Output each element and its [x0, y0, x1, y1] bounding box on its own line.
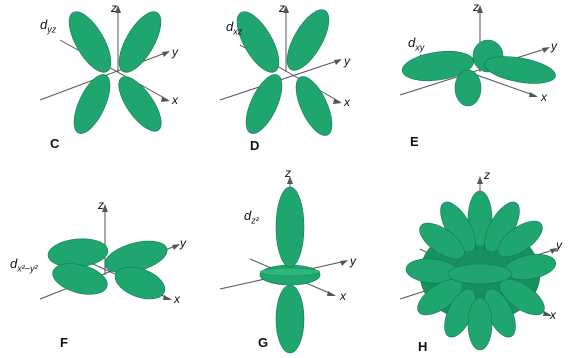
- panel-g: z y x dz² G: [190, 167, 380, 358]
- orbital-lobe: [68, 11, 112, 73]
- panel-letter: C: [50, 136, 60, 151]
- panel-d: z y x dxz D: [190, 0, 380, 179]
- y-axis-label: y: [556, 238, 562, 252]
- orbital-label: dz²: [244, 209, 259, 226]
- orbital-lobe: [236, 11, 280, 73]
- orbital-subscript: z²: [251, 215, 259, 226]
- orbital-label: dxz: [226, 20, 242, 37]
- orbital-torus-band: [259, 267, 321, 277]
- orbital-base: d: [10, 256, 18, 271]
- combined-d-orbitals-drawing: [399, 176, 558, 351]
- orbital-label: dx²−y²: [10, 257, 37, 274]
- y-axis: [399, 47, 550, 96]
- x-axis-label: x: [174, 292, 180, 306]
- panel-e: z y x dxy E: [380, 0, 568, 179]
- orbital-lobe: [245, 74, 283, 134]
- dxz-orbital-drawing: [219, 5, 342, 136]
- orbital-lobe: [401, 50, 475, 82]
- orbital-subscript: xz: [233, 26, 243, 37]
- z-axis-label: z: [285, 166, 291, 180]
- x-axis-label: x: [550, 308, 556, 322]
- orbital-lobe: [114, 266, 166, 300]
- orbital-label: dxy: [408, 36, 424, 53]
- x-axis-label: x: [541, 90, 547, 104]
- y-axis-label: y: [172, 45, 178, 59]
- orbital-lobe: [484, 56, 556, 84]
- orbital-lobe-cluster: [405, 190, 556, 351]
- dyz-orbital-drawing: [39, 5, 170, 134]
- orbital-base: d: [244, 208, 252, 223]
- orbital-lobe: [118, 76, 162, 132]
- orbital-lobe: [73, 74, 111, 134]
- z-axis-label: z: [473, 0, 479, 14]
- orbital-base: d: [226, 19, 234, 34]
- panel-letter: F: [60, 335, 68, 350]
- y-axis-label: y: [551, 39, 557, 53]
- z-axis-label: z: [111, 1, 117, 15]
- orbital-label: dyz: [40, 18, 56, 35]
- orbital-lobe: [275, 186, 305, 268]
- panel-f: z y x dx²−y² F: [0, 179, 190, 358]
- orbital-lobe: [118, 11, 162, 73]
- orbital-subscript: yz: [47, 24, 57, 35]
- z-axis: [283, 5, 289, 72]
- panel-letter: H: [418, 339, 428, 354]
- y-axis-label: y: [344, 54, 350, 68]
- x-axis-label: x: [344, 95, 350, 109]
- z-axis: [115, 5, 121, 72]
- orbital-base: d: [40, 17, 48, 32]
- orbital-lobe: [286, 9, 330, 71]
- dz2-orbital-drawing: [219, 176, 348, 354]
- dxy-orbital-drawing: [399, 5, 556, 107]
- z-axis-label: z: [98, 198, 104, 212]
- panel-letter: E: [410, 134, 419, 149]
- orbital-subscript: xy: [415, 42, 425, 53]
- panel-letter: G: [258, 335, 269, 350]
- panel-c: z y x dyz C: [0, 0, 190, 179]
- x-axis-label: x: [172, 93, 178, 107]
- dx2y2-orbital-drawing: [39, 204, 180, 300]
- y-axis-label: y: [350, 254, 356, 268]
- y-axis-label: y: [180, 236, 186, 250]
- x-axis: [59, 39, 170, 102]
- orbital-base: d: [408, 35, 416, 50]
- z-axis-label: z: [279, 1, 285, 15]
- panel-letter: D: [250, 138, 260, 153]
- x-axis-label: x: [340, 289, 346, 303]
- orbital-lobe: [275, 284, 305, 354]
- orbital-subscript: x²−y²: [17, 263, 38, 274]
- orbital-lobe: [454, 69, 482, 107]
- orbital-lobe: [52, 263, 108, 295]
- orbital-lobe: [295, 76, 333, 136]
- z-axis-label: z: [484, 168, 490, 182]
- panel-h: z y x H: [380, 169, 568, 358]
